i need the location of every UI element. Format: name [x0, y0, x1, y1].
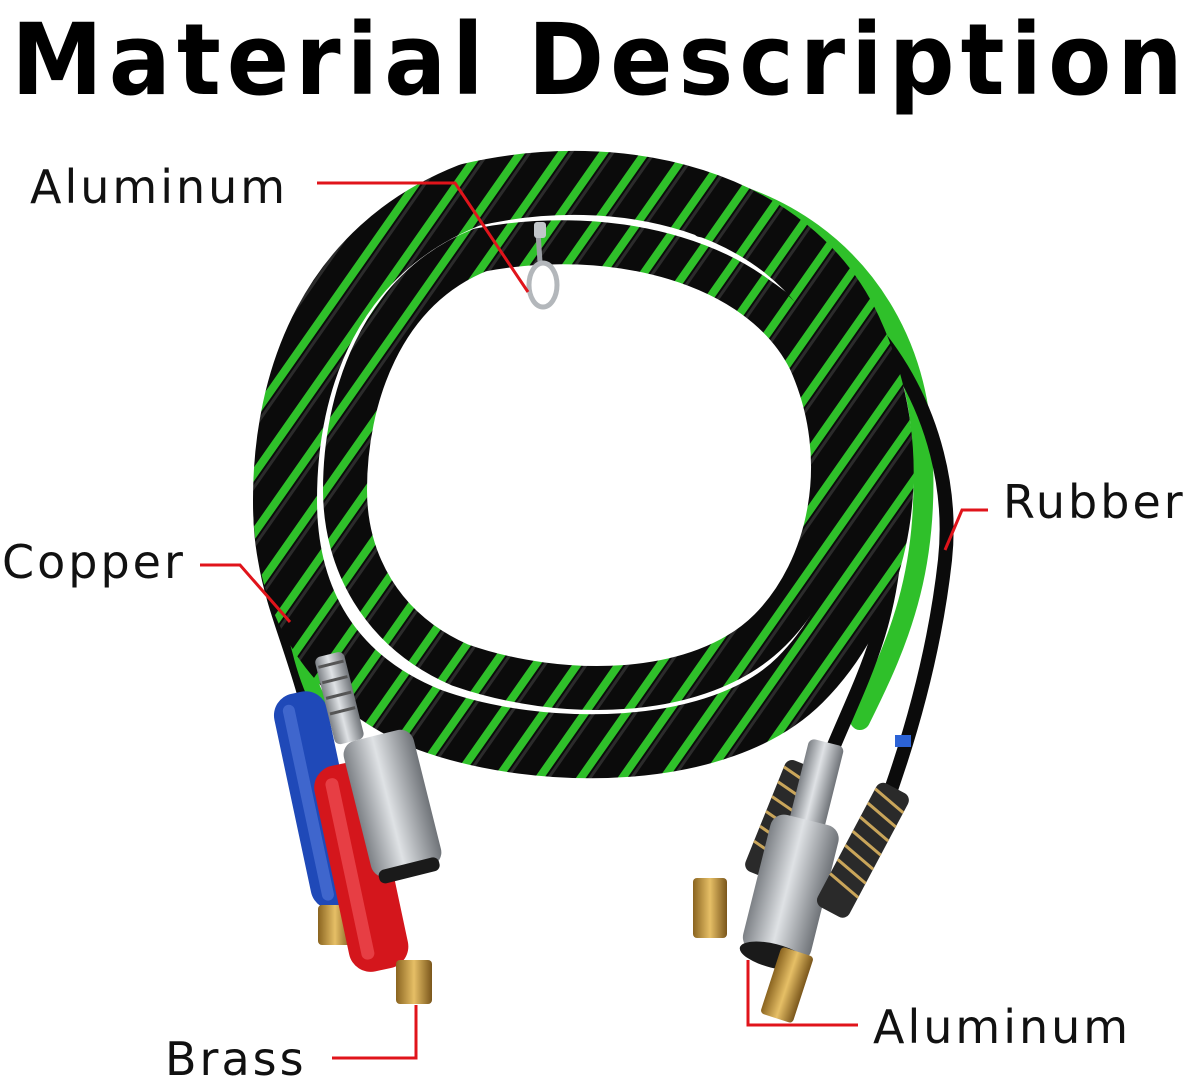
spiral-wrap-coil: [253, 150, 914, 779]
right-brass-fitting-1: [693, 878, 727, 938]
leader-rubber: [943, 508, 988, 551]
leader-lines: [200, 181, 988, 1060]
leader-copper: [200, 563, 292, 623]
label-brass: Brass: [165, 1032, 307, 1086]
label-copper: Copper: [2, 535, 186, 589]
blue-band-marker: [895, 735, 911, 747]
leader-aluminum-bottom: [746, 960, 858, 1027]
leader-aluminum-top: [317, 181, 530, 293]
right-brass-fitting-2: [761, 947, 813, 1023]
right-spring-guard-right: [816, 782, 909, 918]
label-aluminum-top: Aluminum: [30, 160, 289, 214]
label-aluminum-bottom: Aluminum: [873, 1000, 1132, 1054]
left-electrical-plug: [315, 652, 442, 884]
leader-brass: [332, 1005, 418, 1060]
red-brass-fitting: [396, 960, 432, 1004]
page-title: Material Description: [11, 2, 1189, 118]
hanger-clip: [526, 222, 560, 310]
label-rubber: Rubber: [1003, 475, 1186, 529]
red-gladhand: [314, 762, 409, 972]
spiral-wrap-coil-inner: [323, 220, 855, 710]
